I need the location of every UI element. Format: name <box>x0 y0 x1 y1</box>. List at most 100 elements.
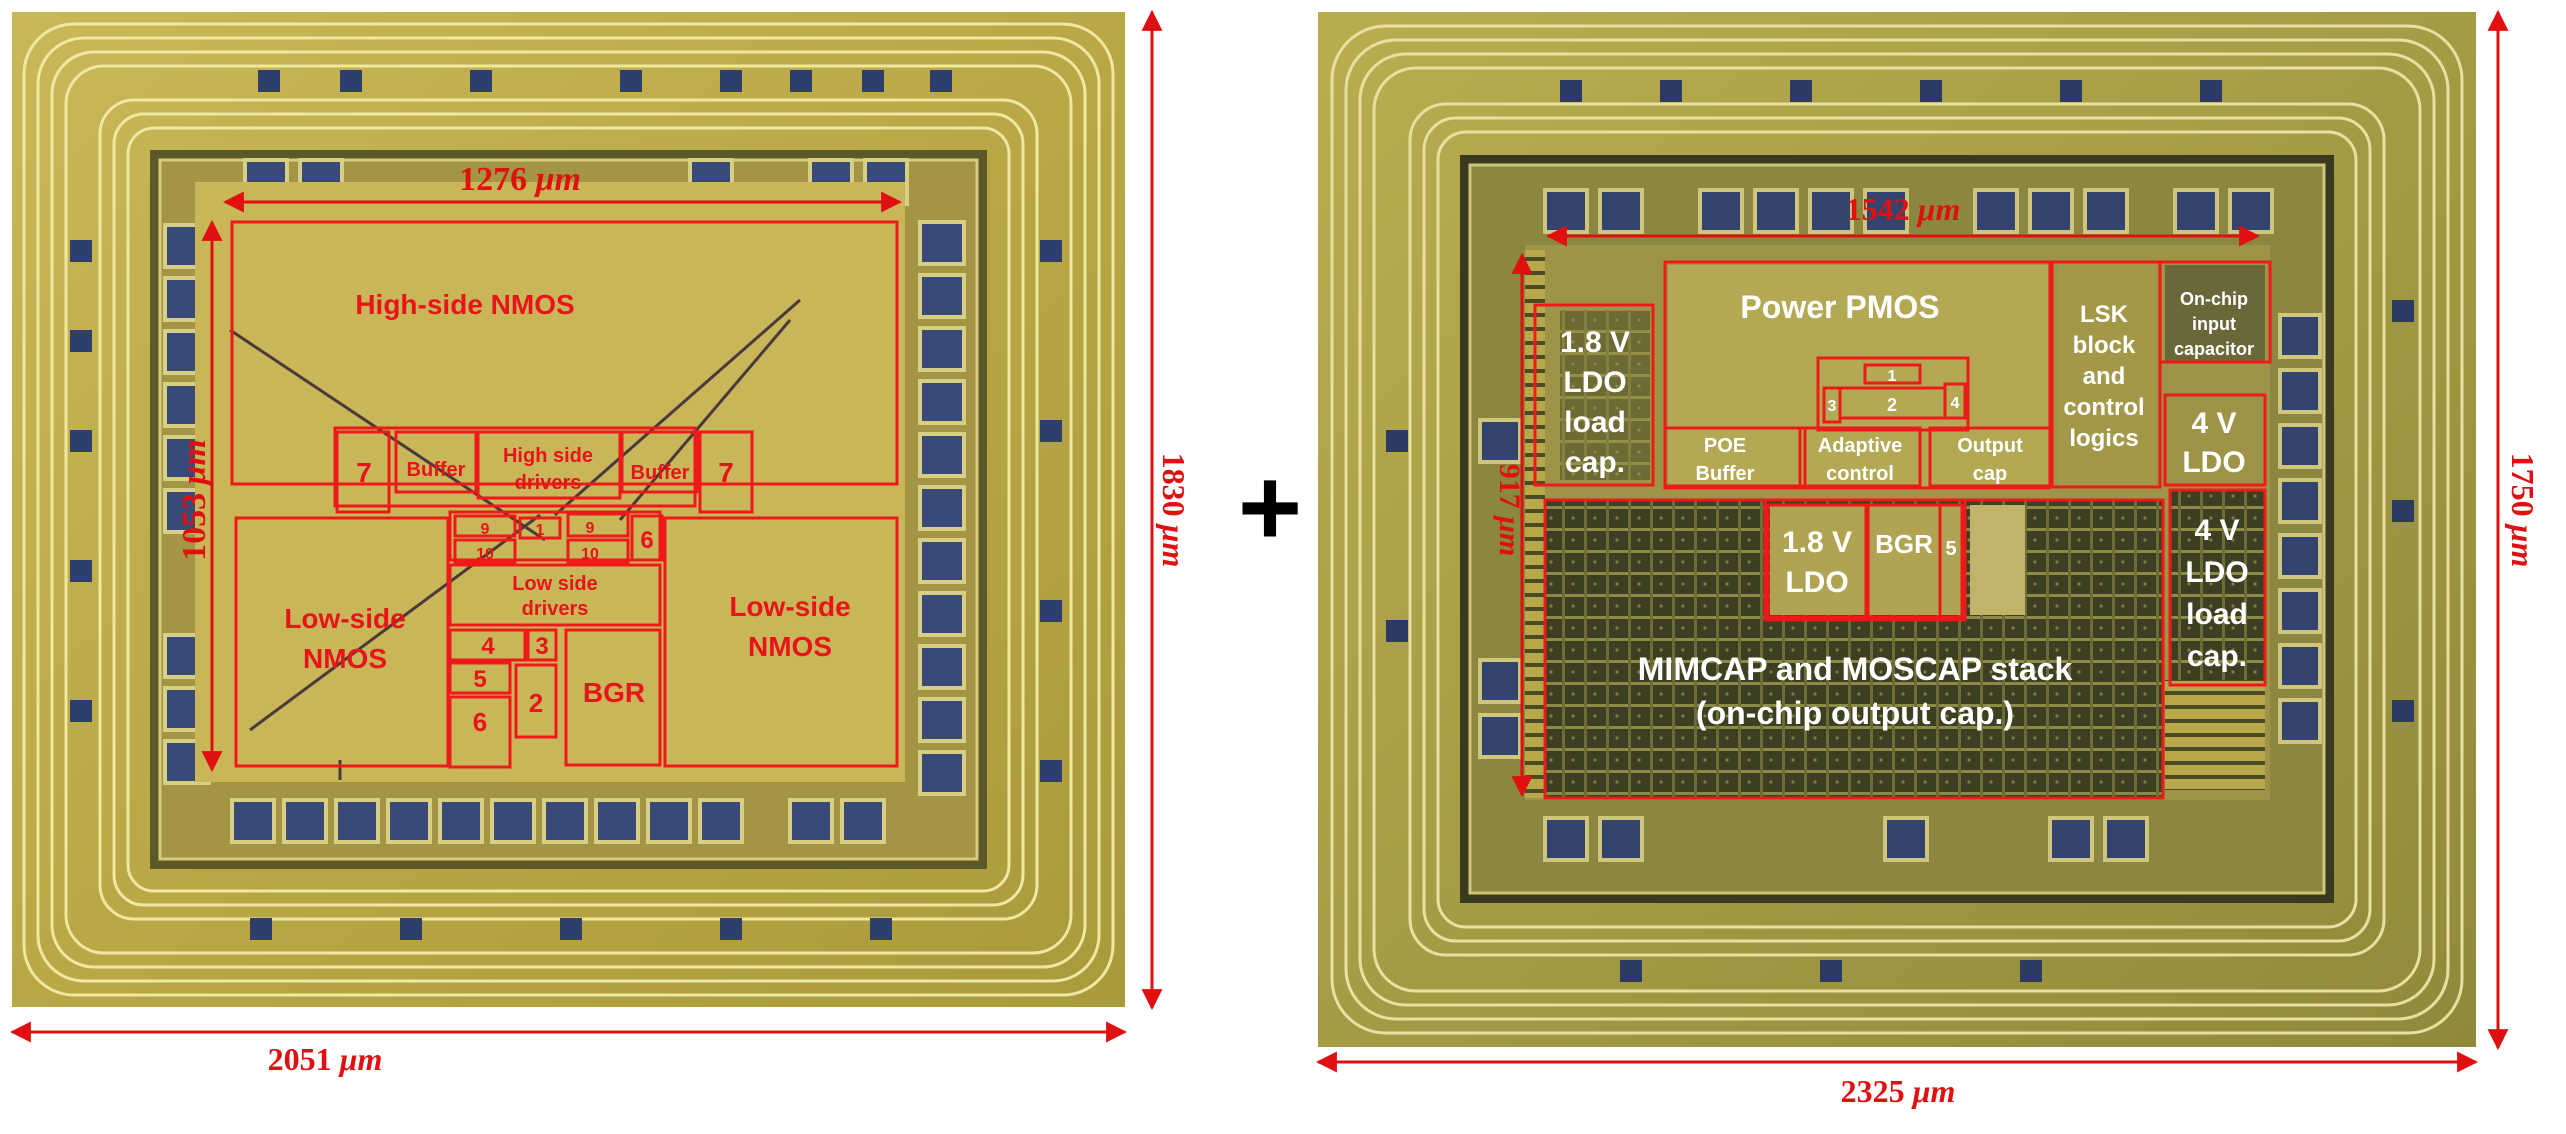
adaptive-line1: Adaptive <box>1818 435 1902 457</box>
right-block-outlines <box>1533 260 2272 800</box>
onchip-input-cap-box <box>2158 260 2272 364</box>
four-v-ldo-line2: LDO <box>2182 446 2245 479</box>
one-label: 1 <box>1888 368 1897 385</box>
six-bottom-label: 6 <box>473 707 487 737</box>
bgr-label: BGR <box>1875 529 1933 559</box>
ldo-1p8-load-line1: 1.8 V <box>1560 326 1630 359</box>
low-side-nmos-right-line2: NMOS <box>748 631 832 662</box>
nine-left-box <box>453 514 517 538</box>
low-side-drivers-line2: drivers <box>522 598 589 620</box>
four-v-load-line2: LDO <box>2185 556 2248 589</box>
low-side-drivers-box <box>448 563 662 627</box>
poe-line1: POE <box>1704 435 1746 457</box>
left-top-width-label: 1276 μm <box>459 161 581 198</box>
small-blocks-box <box>448 510 662 562</box>
left-dimensions: 1276 μm 1053 μm 1830 μm 2051 μm <box>9 9 1192 1077</box>
power-pmos-box <box>1663 260 2052 490</box>
ldo-1p8-load-line2: LDO <box>1563 366 1626 399</box>
low-side-nmos-left-line2: NMOS <box>303 643 387 674</box>
five-label: 5 <box>473 666 486 693</box>
mimcap-line1: MIMCAP and MOSCAP stack <box>1638 651 2073 687</box>
mimcap-line2: (on-chip output cap.) <box>1696 695 2014 731</box>
output-cap-box <box>1928 426 2052 488</box>
ldo-1p8-box <box>1766 503 1868 619</box>
left-seal-rings <box>22 22 1115 997</box>
high-side-nmos-box <box>230 220 899 486</box>
ten-right-box <box>566 538 630 564</box>
seven-right-box <box>698 430 754 514</box>
nine-right-box <box>566 512 630 538</box>
power-pmos-label: Power PMOS <box>1740 289 1939 325</box>
four-box <box>448 628 527 662</box>
left-die: High-side NMOS 7 Buffer High side driver… <box>9 9 1192 1077</box>
left-frame-pads <box>70 70 1062 940</box>
four-v-ldo-box <box>2163 393 2267 487</box>
one-box <box>518 516 562 540</box>
lsk-line1: LSK <box>2080 301 2129 328</box>
right-height-label: 917 μm <box>1493 464 1526 557</box>
right-top-width-label: 1542 μm <box>1846 191 1961 227</box>
ldo-1p8-line2: LDO <box>1785 566 1848 599</box>
ldo-1p8-line1: 1.8 V <box>1782 526 1852 559</box>
high-side-drivers-line2: drivers <box>515 472 582 494</box>
low-side-drivers-line1: Low side <box>512 573 598 595</box>
input-cap-line2: input <box>2192 314 2236 334</box>
three-box <box>1822 386 1842 424</box>
lsk-line3: and <box>2083 363 2126 390</box>
input-cap-line1: On-chip <box>2180 289 2248 309</box>
one-label: 1 <box>536 522 545 539</box>
four-label: 4 <box>481 633 495 660</box>
left-block-labels: High-side NMOS 7 Buffer High side driver… <box>284 289 850 737</box>
low-side-nmos-right-line1: Low-side <box>729 591 850 622</box>
two-label: 2 <box>529 688 543 718</box>
buffer-left-box <box>394 430 478 494</box>
input-cap-line3: capacitor <box>2174 339 2254 359</box>
six-right-label: 6 <box>640 527 653 554</box>
lsk-line2: block <box>2073 332 2136 359</box>
input-cap-area <box>2165 265 2265 363</box>
low-side-nmos-left-line1: Low-side <box>284 603 405 634</box>
nine-right-label: 9 <box>586 520 595 537</box>
bgr-label: BGR <box>583 677 645 708</box>
buffer-right-box <box>620 430 700 494</box>
lsk-area <box>2058 265 2156 490</box>
ldo-1p8-load-line4: cap. <box>1565 446 1625 479</box>
six-bottom-box <box>448 695 512 769</box>
right-block-labels: 1.8 V LDO load cap. Power PMOS LSK block… <box>1560 289 2254 731</box>
low-side-nmos-right-box <box>663 516 899 768</box>
high-side-drivers-box <box>476 430 622 500</box>
right-dimensions: 1542 μm 917 μm 1750 μm 2325 μm <box>1315 9 2541 1109</box>
low-side-nmos-left-box <box>234 516 450 768</box>
four-v-load-line4: cap. <box>2187 640 2247 673</box>
high-side-nmos-label: High-side NMOS <box>355 289 574 320</box>
plus-sign: + <box>1238 446 1302 569</box>
right-frame-pads <box>1386 80 2414 982</box>
right-die-height-label: 1750 μm <box>2505 453 2541 568</box>
left-die-width-label: 2051 μm <box>268 1041 383 1077</box>
one-box <box>1863 363 1922 385</box>
ldo-1p8-load-line3: load <box>1564 406 1626 439</box>
four-box <box>1943 382 1967 420</box>
four-v-ldo-load-box <box>2168 488 2267 687</box>
seven-left-label: 7 <box>356 457 372 488</box>
five-label: 5 <box>1945 538 1956 560</box>
bgr-box <box>564 628 662 767</box>
five-box <box>448 661 512 695</box>
seven-left-box <box>335 430 391 514</box>
buffer-right-label: Buffer <box>631 462 690 484</box>
six-right-box <box>630 514 664 562</box>
two-box <box>514 663 558 739</box>
adaptive-line2: control <box>1826 463 1894 485</box>
right-die: 1.8 V LDO load cap. Power PMOS LSK block… <box>1315 9 2541 1109</box>
ldo-bgr-row-box <box>1763 498 1967 622</box>
pmos-area <box>1668 265 2053 490</box>
poe-line2: Buffer <box>1696 463 1755 485</box>
grid-block <box>1970 505 2025 615</box>
four-v-ldo-line1: 4 V <box>2191 407 2236 440</box>
right-seal-rings <box>1330 24 2464 1035</box>
ldo-load-cap-array <box>2170 490 2265 685</box>
four-v-load-line3: load <box>2186 598 2248 631</box>
three-box <box>526 628 558 662</box>
ten-left-box <box>453 538 517 564</box>
